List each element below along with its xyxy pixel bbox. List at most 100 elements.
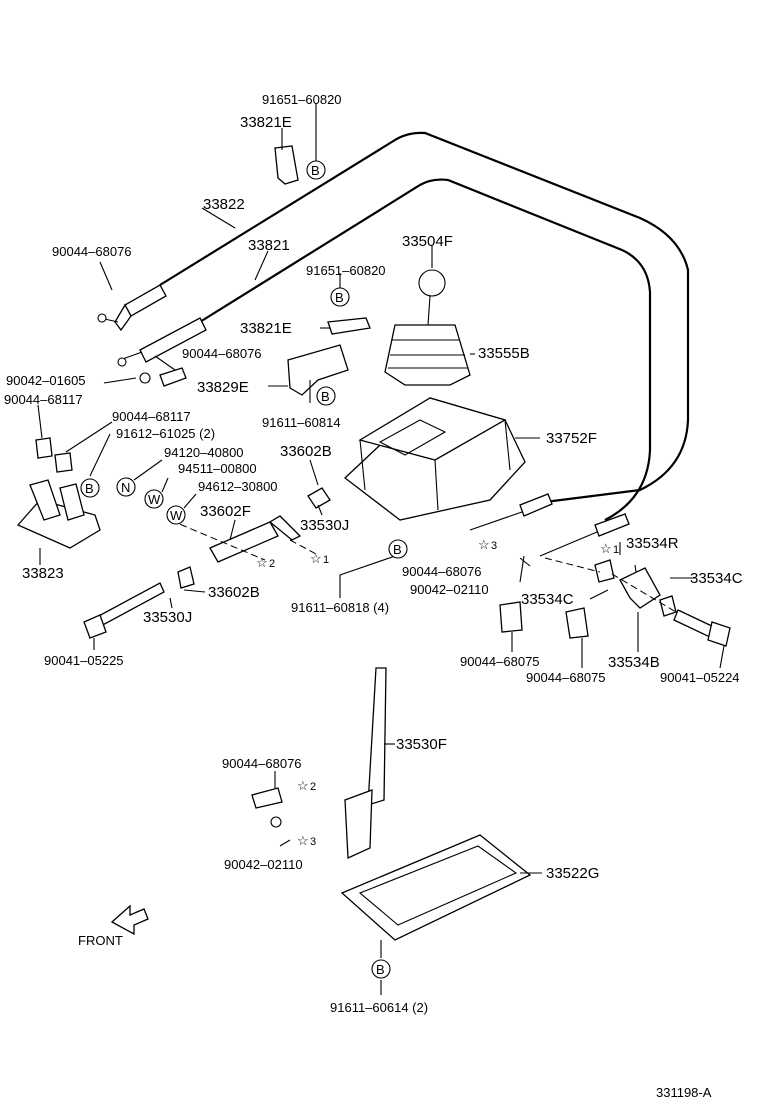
bushing-33602B-low xyxy=(177,566,195,589)
svg-text:B: B xyxy=(321,389,330,404)
label-33602B-low: 33602B xyxy=(208,584,260,601)
label-33522G: 33522G xyxy=(546,865,599,882)
label-33752F: 33752F xyxy=(546,430,597,447)
symbol-B-4 xyxy=(80,478,100,498)
label-90044-68076-d: 90044–68076 xyxy=(222,756,302,771)
label-90044-68076-b: 90044–68076 xyxy=(182,346,262,361)
label-33534C-right: 33534C xyxy=(690,570,743,587)
retainer-33821E-top xyxy=(274,145,299,185)
front-arrow-icon: FRONT xyxy=(78,904,149,948)
cable-end-upper xyxy=(124,284,167,317)
label-90044-68076-a: 90044–68076 xyxy=(52,244,132,259)
symbol-W-1 xyxy=(144,489,164,509)
bolt-90041-05224 xyxy=(673,609,731,647)
label-91611-60818: 91611–60818 (4) xyxy=(291,600,389,615)
tray-33522G xyxy=(340,834,532,941)
housing-33752F xyxy=(343,397,526,521)
label-33534R: 33534R xyxy=(626,535,679,552)
svg-text:B: B xyxy=(85,481,94,496)
front-label: FRONT xyxy=(78,933,123,948)
leader-lines xyxy=(37,103,725,995)
star-marker-1: ☆ xyxy=(310,551,322,566)
svg-text:2: 2 xyxy=(310,781,316,793)
svg-text:3: 3 xyxy=(310,836,316,848)
label-33821: 33821 xyxy=(248,237,290,254)
label-33530J-low: 33530J xyxy=(143,609,192,626)
symbol-B-3 xyxy=(316,386,336,406)
label-90041-05224: 90041–05224 xyxy=(660,670,740,685)
clip-90044-68076-b xyxy=(159,367,187,387)
label-33829E: 33829E xyxy=(197,379,249,396)
label-33602F: 33602F xyxy=(200,503,251,520)
label-90041-05225: 90041–05225 xyxy=(44,653,124,668)
label-33530F: 33530F xyxy=(396,736,447,753)
svg-text:1: 1 xyxy=(323,554,329,566)
clip-90042-01605 xyxy=(139,372,151,384)
label-91651-60820-top: 91651–60820 xyxy=(262,92,342,107)
part-labels: 91651–60820 33821E 33822 90044–68076 338… xyxy=(4,92,743,1100)
svg-text:B: B xyxy=(376,962,385,977)
diagram-id: 331198-A xyxy=(656,1085,712,1100)
svg-text:1: 1 xyxy=(613,544,619,556)
label-90044-68117-a: 90044–68117 xyxy=(4,392,83,407)
label-90042-01605: 90042–01605 xyxy=(6,373,86,388)
bushing-33602B-top xyxy=(307,487,331,509)
label-91612-61025: 91612–61025 (2) xyxy=(116,426,215,441)
label-91611-60814: 91611–60814 xyxy=(262,415,341,430)
label-90044-68076-c: 90044–68076 xyxy=(402,564,482,579)
shaft-33602F xyxy=(209,515,302,563)
svg-text:N: N xyxy=(121,480,130,495)
clip-90044-68076-d xyxy=(251,787,283,828)
label-90044-68075-a: 90044–68075 xyxy=(460,654,540,669)
label-91651-60820-mid: 91651–60820 xyxy=(306,263,386,278)
star-marker-3: ☆ xyxy=(478,537,490,552)
label-94120-40800: 94120–40800 xyxy=(164,445,244,460)
label-94511-00800: 94511–00800 xyxy=(178,461,257,476)
svg-text:B: B xyxy=(311,163,320,178)
bushing-33534C xyxy=(594,559,677,617)
symbol-B-6 xyxy=(371,959,391,979)
cable-end-lower xyxy=(139,317,207,363)
svg-text:3: 3 xyxy=(491,540,497,552)
symbol-W-2 xyxy=(166,505,186,525)
circled-symbols: B B B B B B N W W xyxy=(80,160,408,979)
label-33822: 33822 xyxy=(203,196,245,213)
lever-33534B xyxy=(619,567,661,609)
star-marker-3-low: ☆ xyxy=(297,833,309,848)
retainer-33821E-mid xyxy=(327,317,371,335)
label-90044-68117-b: 90044–68117 xyxy=(112,409,191,424)
boot-33555B xyxy=(384,324,471,386)
label-33602B-top: 33602B xyxy=(280,443,332,460)
shaft-33530F xyxy=(344,667,387,859)
clip-90044-68075 xyxy=(499,601,589,639)
label-33821E-mid: 33821E xyxy=(240,320,292,337)
label-33504F: 33504F xyxy=(402,233,453,250)
bracket-33829E xyxy=(287,344,349,396)
clip-90044-68117 xyxy=(35,437,73,473)
label-33534B: 33534B xyxy=(608,654,660,671)
label-33530J-top: 33530J xyxy=(300,517,349,534)
label-33534C-mid: 33534C xyxy=(521,591,574,608)
star-markers: ☆ 1 ☆ 2 ☆ 3 ☆ 1 ☆ 2 ☆ 3 xyxy=(256,537,619,848)
svg-text:B: B xyxy=(335,290,344,305)
label-90044-68075-b: 90044–68075 xyxy=(526,670,606,685)
star-marker-2-low: ☆ xyxy=(297,778,309,793)
svg-text:2: 2 xyxy=(269,558,275,570)
knob-33504F xyxy=(418,269,446,326)
label-91611-60614: 91611–60614 (2) xyxy=(330,1000,428,1015)
bolt-90041-05225 xyxy=(83,582,165,639)
axis-line-left xyxy=(169,519,266,561)
label-90042-02110-a: 90042–02110 xyxy=(410,582,489,597)
symbol-B-5 xyxy=(388,539,408,559)
svg-text:W: W xyxy=(148,492,161,507)
label-33555B: 33555B xyxy=(478,345,530,362)
svg-text:B: B xyxy=(393,542,402,557)
label-33821E-top: 33821E xyxy=(240,114,292,131)
symbol-B-1 xyxy=(306,160,326,180)
label-90042-02110-b: 90042–02110 xyxy=(224,857,303,872)
star-marker-2: ☆ xyxy=(256,555,268,570)
svg-text:W: W xyxy=(170,508,183,523)
star-marker-1-right: ☆ xyxy=(600,541,612,556)
symbol-B-2 xyxy=(330,287,350,307)
